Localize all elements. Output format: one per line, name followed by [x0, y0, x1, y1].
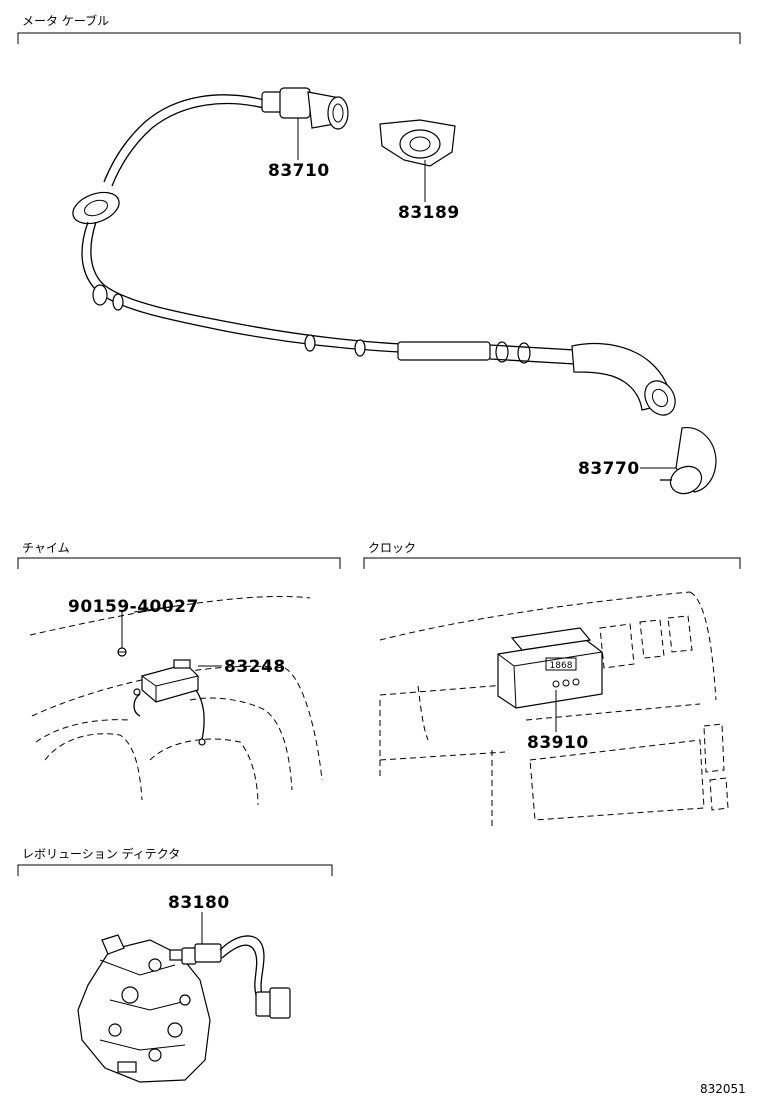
section-bracket-meter-cable [17, 32, 741, 44]
section-title-chime: チャイム [22, 541, 70, 555]
chime-illustration [29, 595, 323, 806]
meter-cable-assembly [72, 87, 717, 495]
section-bracket-revolution-detector [17, 864, 333, 876]
part-number-90159-40027: 90159-40027 [68, 597, 199, 617]
part-number-83770: 83770 [578, 459, 640, 479]
section-bracket-chime [17, 557, 341, 569]
section-title-meter-cable: メータ ケーブル [22, 14, 110, 28]
section-bracket-clock [363, 557, 741, 569]
part-number-83180: 83180 [168, 893, 230, 913]
clock-display: 1868 [550, 661, 573, 671]
part-number-83910: 83910 [527, 733, 589, 753]
section-title-revolution-detector: レボリューション ディテクタ [22, 847, 181, 861]
leader-90159-40027 [133, 604, 184, 613]
clock-illustration: 1868 [379, 591, 729, 828]
part-number-83189: 83189 [398, 203, 460, 223]
diagram-code: 832051 [700, 1082, 746, 1096]
part-number-83710: 83710 [268, 161, 330, 181]
section-title-clock: クロック [368, 541, 417, 555]
part-number-83248: 83248 [224, 657, 286, 677]
revolution-detector-illustration [77, 934, 291, 1083]
